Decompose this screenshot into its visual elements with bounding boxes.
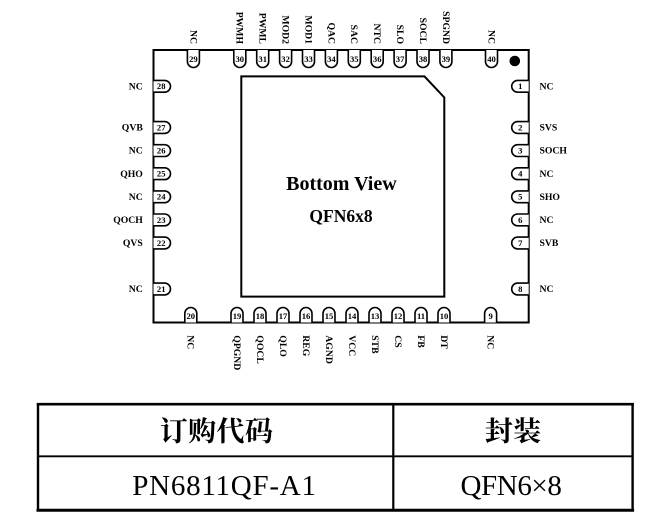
- svg-text:SVS: SVS: [540, 123, 558, 134]
- svg-text:3: 3: [518, 146, 522, 156]
- svg-text:SOCH: SOCH: [540, 146, 568, 157]
- svg-text:MOD1: MOD1: [302, 15, 313, 44]
- svg-text:30: 30: [236, 54, 245, 64]
- svg-text:9: 9: [488, 311, 492, 321]
- svg-text:QVB: QVB: [122, 123, 144, 134]
- svg-text:32: 32: [281, 54, 290, 64]
- svg-text:17: 17: [279, 311, 288, 321]
- svg-text:QHO: QHO: [120, 169, 143, 180]
- svg-text:6: 6: [518, 215, 523, 225]
- svg-text:16: 16: [302, 311, 311, 321]
- svg-text:31: 31: [258, 54, 267, 64]
- svg-text:SAC: SAC: [348, 25, 359, 44]
- svg-text:35: 35: [350, 54, 359, 64]
- svg-text:13: 13: [371, 311, 380, 321]
- svg-text:STB: STB: [369, 335, 380, 354]
- svg-text:VCC: VCC: [346, 335, 357, 356]
- svg-text:MOD2: MOD2: [280, 15, 291, 44]
- svg-text:CS: CS: [392, 335, 403, 347]
- svg-text:24: 24: [157, 192, 166, 202]
- svg-text:SLO: SLO: [394, 25, 405, 45]
- svg-text:40: 40: [487, 54, 496, 64]
- svg-text:28: 28: [157, 81, 166, 91]
- svg-text:37: 37: [396, 54, 405, 64]
- svg-text:1: 1: [518, 81, 522, 91]
- svg-text:11: 11: [417, 311, 425, 321]
- svg-text:SOCL: SOCL: [417, 18, 428, 45]
- svg-text:QFN6×8: QFN6×8: [461, 470, 562, 502]
- svg-text:29: 29: [189, 54, 198, 64]
- svg-text:QFN6x8: QFN6x8: [309, 206, 372, 226]
- svg-text:AGND: AGND: [323, 335, 334, 364]
- svg-text:NC: NC: [187, 30, 198, 44]
- svg-text:QOCL: QOCL: [254, 335, 265, 364]
- svg-text:15: 15: [325, 311, 334, 321]
- svg-text:34: 34: [327, 54, 336, 64]
- svg-text:4: 4: [518, 169, 523, 179]
- svg-text:NC: NC: [185, 335, 196, 349]
- svg-text:36: 36: [373, 54, 382, 64]
- svg-text:25: 25: [157, 169, 166, 179]
- svg-text:12: 12: [394, 311, 403, 321]
- svg-text:27: 27: [157, 122, 166, 132]
- svg-text:PWMH: PWMH: [234, 12, 245, 45]
- svg-text:NC: NC: [540, 215, 554, 226]
- svg-text:NC: NC: [129, 146, 143, 157]
- svg-text:SVB: SVB: [540, 238, 559, 249]
- svg-text:10: 10: [440, 311, 449, 321]
- svg-text:NTC: NTC: [371, 24, 382, 44]
- svg-text:REG: REG: [300, 335, 311, 356]
- svg-text:NC: NC: [485, 335, 496, 349]
- svg-text:SHO: SHO: [540, 192, 561, 203]
- svg-text:23: 23: [157, 215, 166, 225]
- svg-text:22: 22: [157, 238, 166, 248]
- svg-text:14: 14: [348, 311, 357, 321]
- svg-text:NC: NC: [540, 284, 554, 295]
- svg-text:NC: NC: [540, 169, 554, 180]
- svg-text:NC: NC: [129, 81, 143, 92]
- svg-text:18: 18: [256, 311, 265, 321]
- svg-text:QVS: QVS: [123, 238, 143, 249]
- svg-text:19: 19: [233, 311, 242, 321]
- svg-text:DT: DT: [438, 335, 449, 349]
- svg-text:5: 5: [518, 192, 522, 202]
- svg-text:8: 8: [518, 284, 523, 294]
- svg-text:SPGND: SPGND: [440, 11, 451, 44]
- svg-text:QOCH: QOCH: [113, 215, 143, 226]
- svg-text:33: 33: [304, 54, 313, 64]
- svg-text:NC: NC: [129, 284, 143, 295]
- svg-text:PWML: PWML: [257, 13, 268, 45]
- svg-text:7: 7: [518, 238, 523, 248]
- svg-text:21: 21: [157, 284, 166, 294]
- svg-text:20: 20: [187, 311, 196, 321]
- svg-text:26: 26: [157, 146, 166, 156]
- svg-text:NC: NC: [129, 192, 143, 203]
- svg-text:NC: NC: [485, 30, 496, 44]
- svg-text:NC: NC: [540, 81, 554, 92]
- svg-text:QPGND: QPGND: [231, 335, 242, 370]
- svg-text:QAC: QAC: [325, 22, 336, 44]
- svg-text:2: 2: [518, 122, 522, 132]
- svg-text:38: 38: [419, 54, 428, 64]
- svg-text:Bottom View: Bottom View: [286, 173, 397, 195]
- svg-text:FB: FB: [415, 335, 426, 348]
- svg-text:QLO: QLO: [277, 335, 288, 357]
- svg-text:PN6811QF-A1: PN6811QF-A1: [132, 470, 316, 502]
- svg-text:39: 39: [442, 54, 451, 64]
